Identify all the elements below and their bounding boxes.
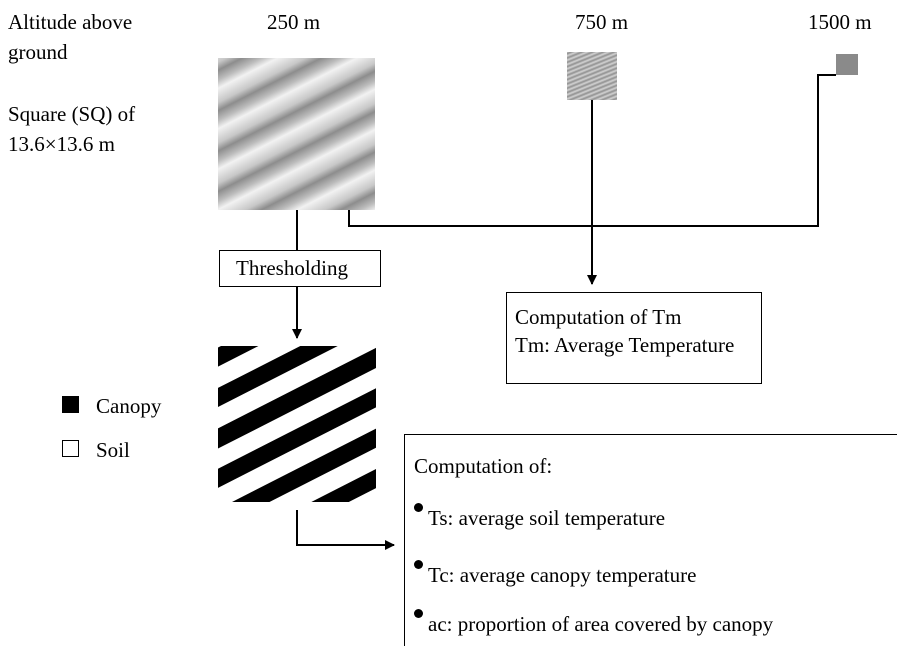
thresholded-image: [218, 346, 376, 502]
computation-title: Computation of:: [414, 454, 553, 478]
tm-box-line2: Tm: Average Temperature: [515, 333, 735, 357]
soil-legend-swatch: [62, 440, 79, 457]
tm-computation-box: Computation of Tm Tm: Average Temperatur…: [506, 292, 762, 384]
computation-box: Computation of: Ts: average soil tempera…: [404, 434, 897, 646]
soil-legend-label: Soil: [96, 438, 130, 462]
thermal-image-1500m: [836, 54, 858, 75]
tm-box-line1: Computation of Tm: [515, 305, 682, 329]
bullet-icon: [414, 503, 423, 512]
square-label-line1: Square (SQ) of: [8, 102, 136, 126]
canopy-legend-label: Canopy: [96, 394, 162, 418]
bullet-icon: [414, 609, 423, 618]
altitude-label-line2: ground: [8, 40, 68, 64]
altitude-1500: 1500 m: [808, 10, 872, 34]
canopy-legend-swatch: [62, 396, 79, 413]
altitude-label-line1: Altitude above: [8, 10, 133, 34]
thermal-image-250m: [218, 58, 375, 210]
altitude-250: 250 m: [267, 10, 321, 34]
computation-item-ac: ac: proportion of area covered by canopy: [428, 612, 774, 636]
thresholding-box: Thresholding: [219, 250, 381, 287]
computation-item-ts: Ts: average soil temperature: [428, 506, 666, 530]
thresholding-label: Thresholding: [236, 256, 348, 280]
bullet-icon: [414, 560, 423, 569]
altitude-750: 750 m: [575, 10, 629, 34]
computation-item-tc: Tc: average canopy temperature: [428, 563, 697, 587]
thermal-image-750m: [567, 52, 617, 100]
square-label-line2: 13.6×13.6 m: [8, 132, 115, 156]
